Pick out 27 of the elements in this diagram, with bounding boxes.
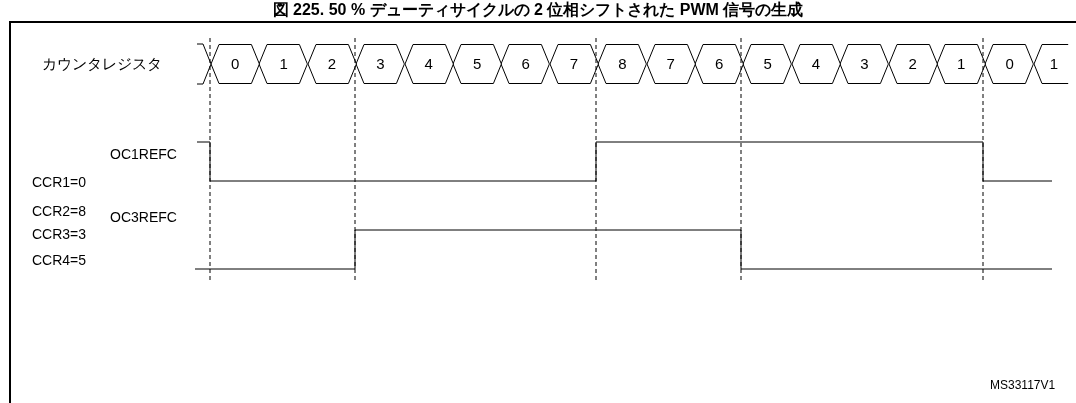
bus-cell: 6	[695, 44, 744, 84]
row-label: カウンタレジスタ	[42, 56, 162, 72]
figure-title: 図 225. 50 % デューティサイクルの 2 位相シフトされた PWM 信号の生成	[271, 1, 805, 19]
bus-cell: 0	[985, 44, 1034, 84]
bus-cell: 4	[791, 44, 841, 84]
bus-cell: 5	[743, 44, 792, 84]
register-label: CCR2=8	[32, 203, 87, 219]
bus-cell: 3	[840, 44, 889, 84]
register-label: CCR4=5	[32, 252, 87, 268]
bus-cell: 4	[404, 44, 453, 84]
bus-cell: 6	[501, 44, 550, 84]
bus-cell: 8	[598, 44, 647, 84]
bus-cell: 7	[549, 44, 599, 84]
bus-cell: 1	[937, 44, 986, 84]
bus-cell: 0	[211, 44, 260, 84]
bus-cell: 7	[646, 44, 695, 84]
bus-cell: 2	[888, 44, 937, 84]
bus-cell: 5	[453, 44, 502, 84]
bus-cell: 3	[356, 44, 405, 84]
signal-label: OC1REFC	[110, 146, 177, 162]
bus-cell: 1	[259, 44, 308, 84]
register-label: CCR3=3	[32, 226, 87, 242]
signal-label: OC3REFC	[110, 209, 177, 225]
bus-cell: 2	[307, 44, 357, 84]
bus-cell: 1	[1033, 44, 1068, 84]
register-label: CCR1=0	[32, 174, 87, 190]
figure-id: MS33117V1	[990, 377, 1056, 393]
